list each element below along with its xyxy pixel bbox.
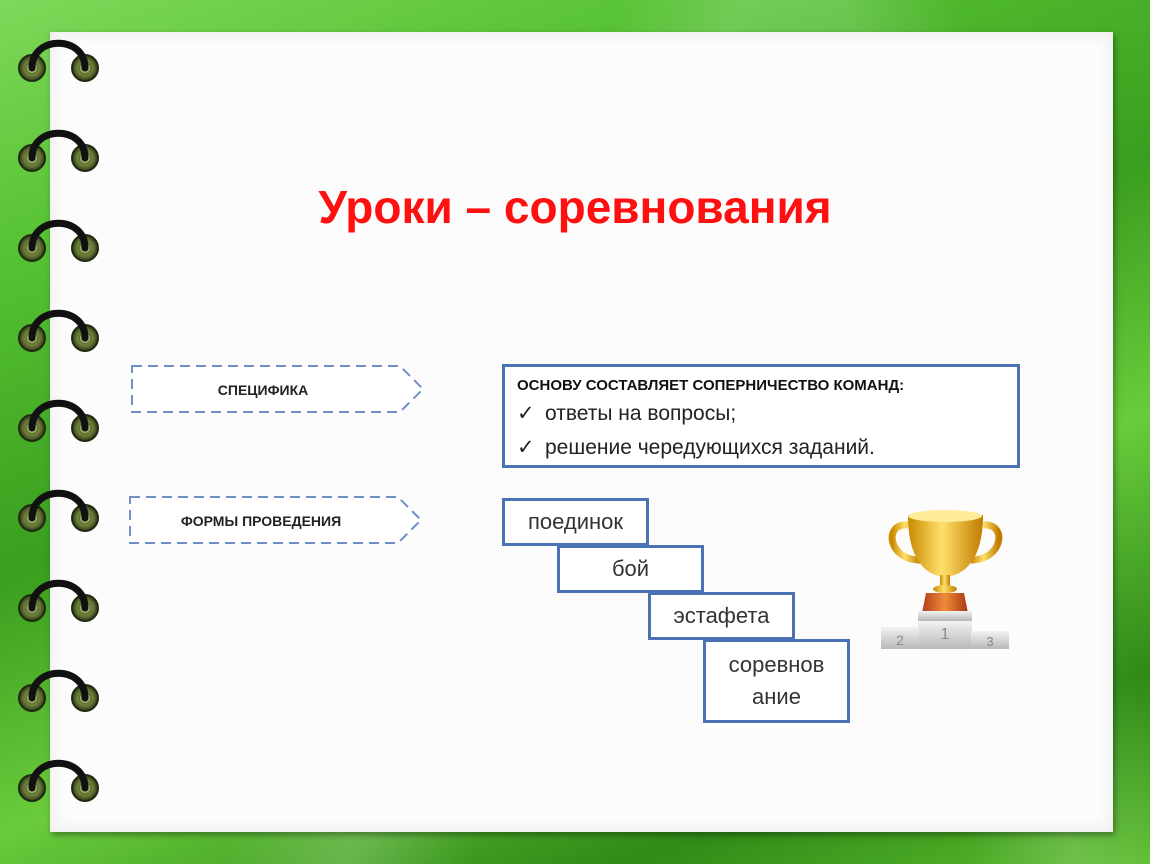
info-box: ОСНОВУ СОСТАВЛЯЕТ СОПЕРНИЧЕСТВО КОМАНД: … [502, 364, 1020, 468]
specifics-label: СПЕЦИФИКА [217, 382, 309, 398]
form-step-relay: эстафета [648, 592, 795, 640]
podium-number-2: 2 [896, 632, 904, 648]
info-item: ✓ ответы на вопросы; [517, 401, 736, 426]
podium-number-3: 3 [986, 634, 993, 649]
info-item: ✓ решение чередующихся заданий. [517, 435, 875, 460]
form-step-competition: соревнов ание [703, 639, 850, 723]
form-step-competition-line2: ание [752, 684, 801, 709]
form-step-duel: поединок [502, 498, 649, 546]
check-icon: ✓ [517, 402, 535, 425]
ring-binding-icon [19, 39, 98, 801]
specifics-arrow-shape [131, 365, 425, 413]
trophy-icon: 2 1 3 [881, 510, 1009, 649]
ring-binding [14, 39, 114, 864]
info-item-text: решение чередующихся заданий. [545, 436, 875, 459]
info-item-text: ответы на вопросы; [545, 402, 737, 425]
info-heading: ОСНОВУ СОСТАВЛЯЕТ СОПЕРНИЧЕСТВО КОМАНД: [517, 377, 905, 394]
form-step-competition-line1: соревнов [728, 652, 825, 677]
podium-number-1: 1 [941, 626, 950, 643]
forms-arrow-shape [129, 496, 423, 544]
form-step-battle: бой [557, 545, 704, 593]
check-icon: ✓ [517, 436, 535, 459]
forms-label: ФОРМЫ ПРОВЕДЕНИЯ [180, 513, 342, 529]
slide-title: Уроки – соревнования [318, 181, 832, 233]
